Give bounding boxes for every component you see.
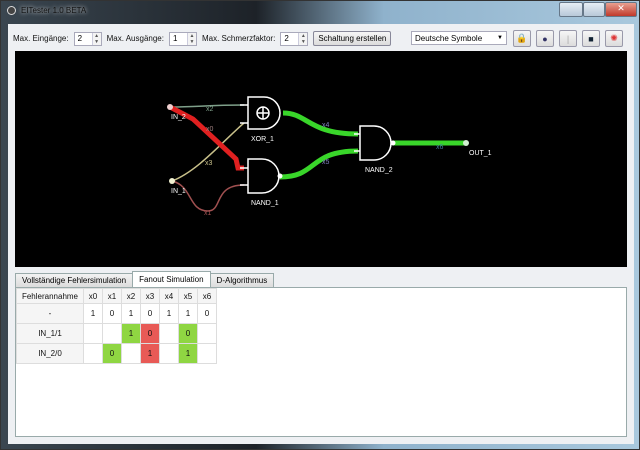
symbols-select-value: Deutsche Symbole xyxy=(415,33,483,43)
table-cell[interactable] xyxy=(102,323,122,344)
open-lock-button[interactable]: 🔒 xyxy=(513,30,531,47)
wire-x2 xyxy=(169,104,245,108)
lock-button[interactable]: ● xyxy=(536,30,554,47)
max-pain-value: 2 xyxy=(284,34,289,43)
column-header[interactable]: x3 xyxy=(140,288,160,304)
table-cell[interactable]: 0 xyxy=(178,323,198,344)
wire-x3 xyxy=(171,122,245,182)
symbols-select[interactable]: Deutsche Symbole ▼ xyxy=(411,31,507,45)
table-cell[interactable] xyxy=(159,343,179,364)
x5-label: x5 xyxy=(322,159,330,166)
tab-bar: Vollständige Fehlersimulation Fanout Sim… xyxy=(15,271,275,287)
info-icon: | xyxy=(566,33,570,44)
create-circuit-button[interactable]: Schaltung erstellen xyxy=(313,31,392,46)
table-cell[interactable]: 1 xyxy=(121,303,141,324)
save-icon: ■ xyxy=(588,33,594,44)
table-cell[interactable] xyxy=(197,323,217,344)
table-cell[interactable] xyxy=(121,343,141,364)
nand1-gate[interactable] xyxy=(247,158,280,194)
table-cell[interactable] xyxy=(159,323,179,344)
nand2-gate[interactable] xyxy=(359,125,392,161)
column-header[interactable]: x6 xyxy=(197,288,217,304)
x6-label: x6 xyxy=(436,144,444,151)
chevron-down-icon: ▼ xyxy=(497,35,503,41)
max-outputs-spinner[interactable]: 1 ▲▼ xyxy=(168,31,197,46)
lifebuoy-icon: ✺ xyxy=(610,33,618,43)
table-cell[interactable]: 1 xyxy=(178,303,198,324)
max-pain-spinner[interactable]: 2 ▲▼ xyxy=(280,31,309,46)
table-cell[interactable]: 1 xyxy=(121,323,141,344)
table-cell[interactable] xyxy=(83,343,103,364)
nand2-label: NAND_2 xyxy=(365,167,393,174)
window-title: EITester 1.0 BETA xyxy=(21,6,87,15)
spinner-arrows-icon[interactable]: ▲▼ xyxy=(91,32,101,45)
table-cell[interactable] xyxy=(197,343,217,364)
x0-label: x0 xyxy=(206,126,214,133)
max-inputs-spinner[interactable]: 2 ▲▼ xyxy=(73,31,102,46)
minimize-button[interactable] xyxy=(559,2,583,17)
table-cell[interactable]: 1 xyxy=(83,303,103,324)
table-cell[interactable] xyxy=(83,323,103,344)
table-cell[interactable]: 0 xyxy=(102,303,122,324)
column-header[interactable]: x4 xyxy=(159,288,179,304)
column-header[interactable]: Fehlerannahme xyxy=(16,288,84,304)
x4-label: x4 xyxy=(322,122,330,129)
circuit-canvas[interactable]: IN_2 IN_1 XOR_1 NAND_1 NAND_2 OUT_1 x2 x… xyxy=(15,51,627,267)
wire-x5 xyxy=(279,148,359,180)
input-in1-terminal[interactable] xyxy=(169,178,175,184)
x3-label: x3 xyxy=(205,160,213,167)
nand1-label: NAND_1 xyxy=(251,200,279,207)
close-button[interactable]: ✕ xyxy=(605,2,637,17)
tab-d-algorithm[interactable]: D-Algorithmus xyxy=(209,273,275,287)
tab-fanout-sim[interactable]: Fanout Simulation xyxy=(132,271,211,287)
app-icon xyxy=(7,6,16,15)
wire-x1 xyxy=(171,180,245,212)
column-header[interactable]: x0 xyxy=(83,288,103,304)
lock-closed-icon: ● xyxy=(542,33,548,44)
row-header[interactable]: IN_2/0 xyxy=(16,343,84,364)
max-outputs-label: Max. Ausgänge: xyxy=(106,34,164,43)
save-button[interactable]: ■ xyxy=(582,30,600,47)
row-header[interactable]: - xyxy=(16,303,84,324)
help-button[interactable]: ✺ xyxy=(605,30,623,47)
out-label: OUT_1 xyxy=(469,150,492,157)
max-outputs-value: 1 xyxy=(172,34,178,43)
table-cell[interactable]: 1 xyxy=(159,303,179,324)
output-terminal[interactable] xyxy=(463,140,469,146)
in2-label: IN_2 xyxy=(171,114,186,121)
toolbar: Max. Eingänge: 2 ▲▼ Max. Ausgänge: 1 ▲▼ Ma… xyxy=(13,31,392,46)
x1-label: x1 xyxy=(204,210,212,217)
table-cell[interactable]: 1 xyxy=(178,343,198,364)
info-button[interactable]: | xyxy=(559,30,577,47)
max-inputs-label: Max. Eingänge: xyxy=(13,34,69,43)
input-in2-terminal[interactable] xyxy=(167,104,173,110)
lock-icon: 🔒 xyxy=(516,33,528,43)
column-header[interactable]: x2 xyxy=(121,288,141,304)
spinner-arrows-icon[interactable]: ▲▼ xyxy=(298,32,308,45)
column-header[interactable]: x5 xyxy=(178,288,198,304)
column-header[interactable]: x1 xyxy=(102,288,122,304)
table-cell[interactable]: 1 xyxy=(140,343,160,364)
wire-x4 xyxy=(282,110,359,137)
max-inputs-value: 2 xyxy=(77,34,83,43)
client-area: Max. Eingänge: 2 ▲▼ Max. Ausgänge: 1 ▲▼ Ma… xyxy=(8,24,634,444)
x2-label: x2 xyxy=(206,106,214,113)
table-cell[interactable]: 0 xyxy=(140,303,160,324)
table-cell[interactable]: 0 xyxy=(102,343,122,364)
spinner-arrows-icon[interactable]: ▲▼ xyxy=(186,32,196,45)
tab-full-fault-sim[interactable]: Vollständige Fehlersimulation xyxy=(15,273,134,287)
in1-label: IN_1 xyxy=(171,188,186,195)
xor-label: XOR_1 xyxy=(251,136,274,143)
table-cell[interactable]: 0 xyxy=(140,323,160,344)
maximize-button[interactable] xyxy=(583,2,605,17)
max-pain-label: Max. Schmerzfaktor: xyxy=(201,34,276,43)
row-header[interactable]: IN_1/1 xyxy=(16,323,84,344)
table-cell[interactable]: 0 xyxy=(197,303,217,324)
